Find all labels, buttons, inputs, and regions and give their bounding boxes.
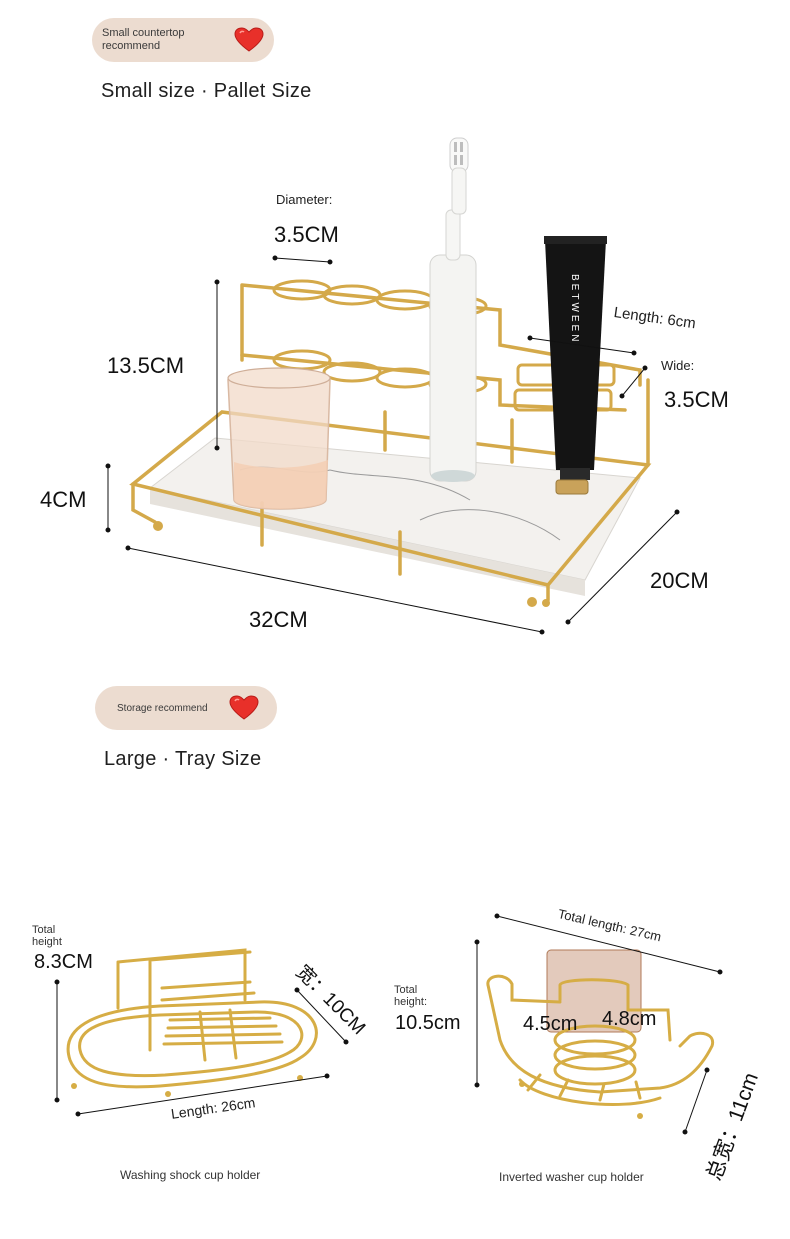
large-size-title: Large · Tray Size [104, 748, 262, 770]
slot-wide-value: 3.5CM [664, 387, 729, 412]
diameter-value: 3.5CM [274, 222, 339, 247]
diameter-label: Diameter: [276, 192, 333, 207]
heart-icon [234, 27, 264, 52]
slot-wide-label: Wide: [661, 358, 695, 373]
storage-recommend-badge: Storage recommend [95, 686, 277, 730]
badge-line-2: recommend [102, 40, 161, 52]
badge-line-1: Small countertop [102, 27, 185, 39]
right-cup-b-value: 4.8cm [602, 1008, 657, 1030]
width-value: 20CM [650, 568, 709, 593]
storage-badge-text: Storage recommend [117, 702, 208, 714]
small-countertop-badge: Small countertop recommend [92, 18, 274, 62]
left-total-height-label: Total height [32, 924, 62, 948]
height-value: 13.5CM [107, 353, 185, 378]
heart-icon [229, 695, 259, 720]
left-product-caption: Washing shock cup holder [120, 1168, 261, 1182]
right-total-height-label: Total height: [394, 984, 428, 1008]
length-value: 32CM [249, 607, 308, 632]
right-cup-a-value: 4.5cm [523, 1013, 578, 1035]
base-height-value: 4CM [40, 487, 87, 512]
small-tray-illustration [105, 137, 680, 635]
right-product-caption: Inverted washer cup holder [499, 1170, 644, 1184]
right-height-value: 10.5cm [395, 1012, 461, 1034]
left-height-value: 8.3CM [34, 951, 93, 973]
small-size-title: Small size · Pallet Size [101, 80, 312, 102]
